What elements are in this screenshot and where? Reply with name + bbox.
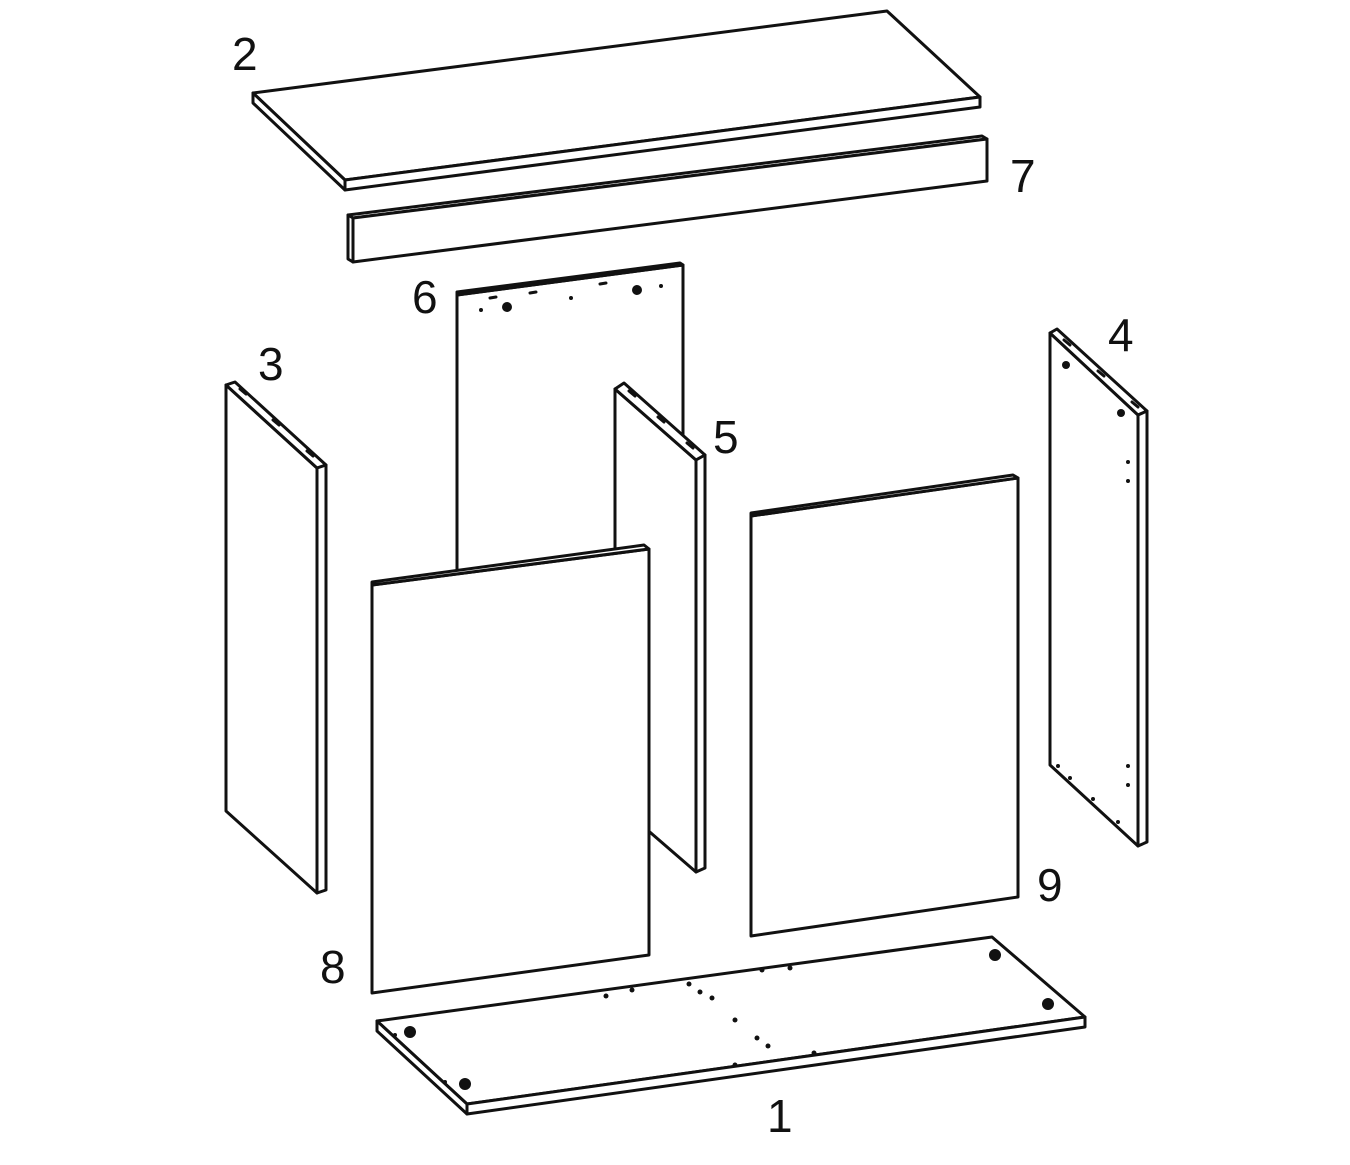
pin-hole bbox=[765, 1043, 771, 1049]
pin-hole bbox=[1116, 820, 1120, 824]
pin-hole bbox=[754, 1035, 760, 1041]
dowel-hole bbox=[502, 302, 512, 312]
pin-hole bbox=[732, 1062, 738, 1068]
pin-hole bbox=[732, 1017, 738, 1023]
pin-hole bbox=[443, 1080, 447, 1084]
left-door bbox=[370, 543, 651, 995]
pin-hole bbox=[787, 965, 793, 971]
dowel-hole bbox=[632, 285, 642, 295]
pin-hole bbox=[697, 989, 703, 995]
part-label-1: 1 bbox=[767, 1090, 793, 1142]
pin-hole bbox=[759, 967, 765, 973]
pin-hole bbox=[1056, 764, 1060, 768]
dowel-hole bbox=[1117, 409, 1125, 417]
part-label-8: 8 bbox=[320, 941, 346, 993]
pin-hole bbox=[603, 993, 609, 999]
part-label-3: 3 bbox=[258, 338, 284, 390]
part-label-4: 4 bbox=[1108, 309, 1134, 361]
bottom-panel bbox=[375, 935, 1087, 1116]
pin-hole bbox=[393, 1033, 397, 1037]
dowel-hole bbox=[1042, 998, 1054, 1010]
dowel-hole bbox=[1062, 361, 1070, 369]
pin-hole bbox=[1126, 764, 1130, 768]
dowel-hole bbox=[989, 949, 1001, 961]
left-side-panel bbox=[224, 380, 328, 895]
front-rail bbox=[346, 134, 989, 264]
dowel-hole bbox=[404, 1026, 416, 1038]
pin-hole bbox=[686, 981, 692, 987]
pin-hole bbox=[1126, 460, 1130, 464]
right-side-panel bbox=[1048, 327, 1149, 848]
part-label-2: 2 bbox=[232, 28, 258, 80]
top-panel bbox=[251, 9, 982, 192]
pin-hole bbox=[479, 308, 483, 312]
part-label-9: 9 bbox=[1037, 859, 1063, 911]
pin-hole bbox=[569, 296, 573, 300]
dowel-hole bbox=[459, 1078, 471, 1090]
part-label-7: 7 bbox=[1010, 150, 1036, 202]
pin-hole bbox=[659, 284, 663, 288]
pin-hole bbox=[811, 1050, 817, 1056]
pin-hole bbox=[629, 987, 635, 993]
part-label-6: 6 bbox=[412, 271, 438, 323]
part-label-5: 5 bbox=[713, 411, 739, 463]
pin-hole bbox=[1126, 479, 1130, 483]
pin-hole bbox=[1091, 797, 1095, 801]
pin-hole bbox=[1126, 783, 1130, 787]
pin-hole bbox=[1068, 776, 1072, 780]
pin-hole bbox=[709, 995, 715, 1001]
right-door bbox=[749, 473, 1020, 938]
